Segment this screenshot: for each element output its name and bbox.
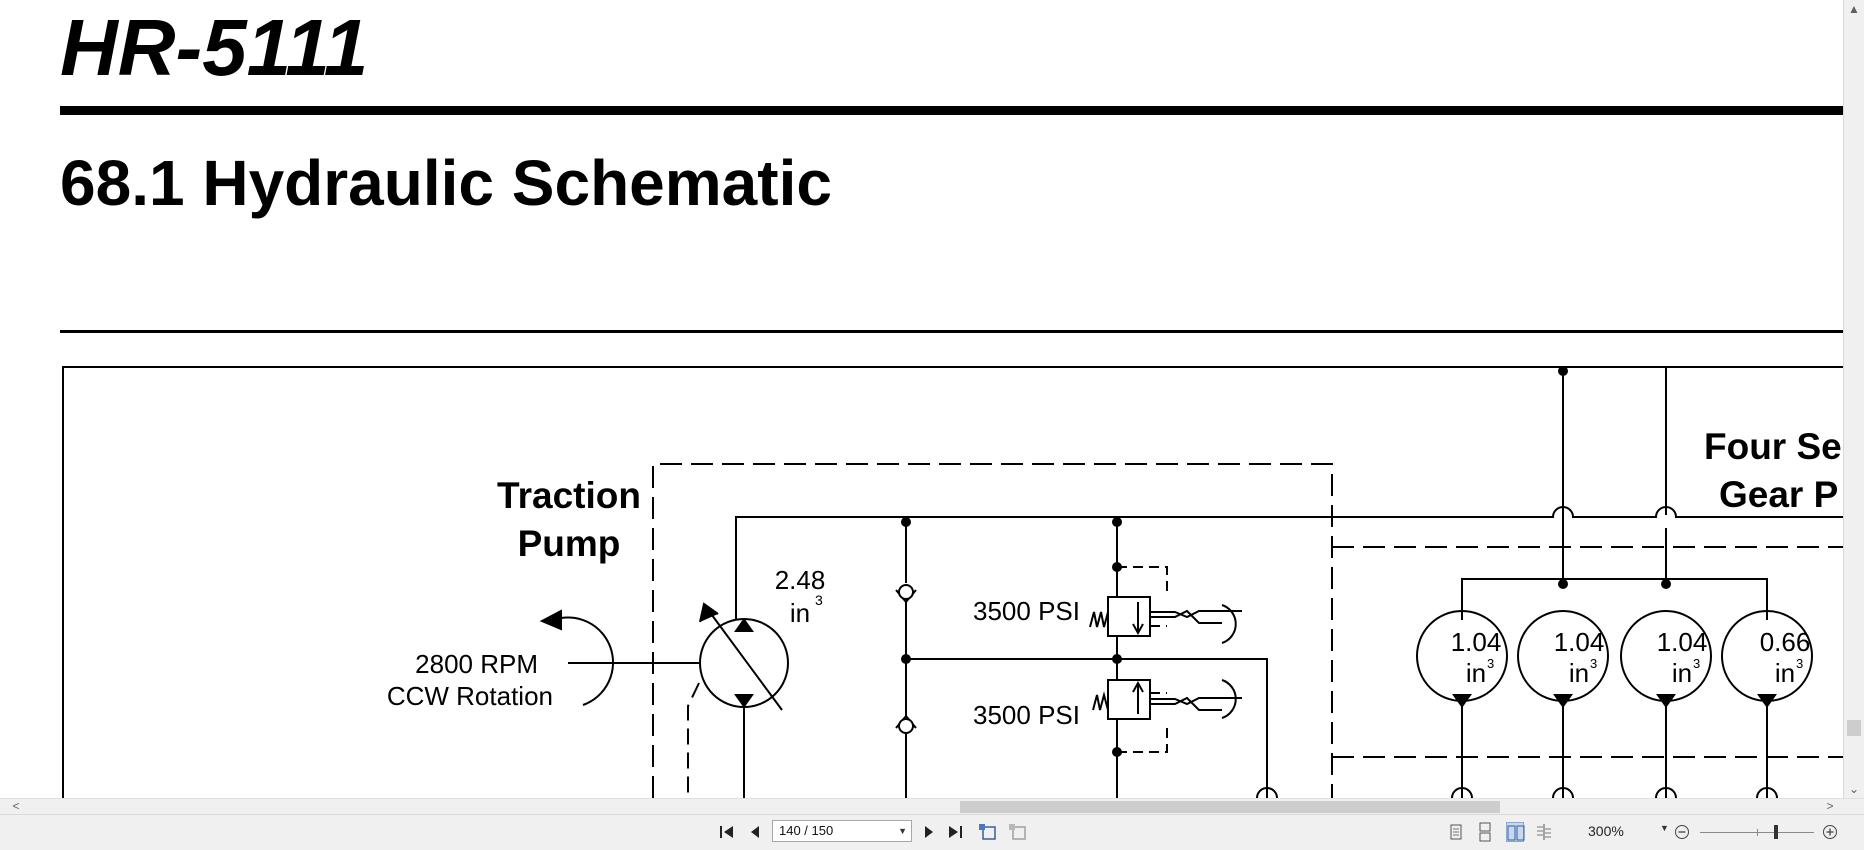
viewer-toolbar: 140 / 150 ▼ 300% ▼ [0, 814, 1864, 850]
scroll-right-icon[interactable]: > [1826, 799, 1834, 813]
insert-page-icon[interactable] [976, 821, 1000, 843]
vertical-scroll-thumb[interactable] [1847, 720, 1861, 736]
gear-section-2-value: 1.04 [1554, 627, 1605, 657]
zoom-out-icon[interactable] [1672, 821, 1692, 843]
continuous-view-icon[interactable] [1476, 822, 1494, 842]
prev-page-icon[interactable] [744, 821, 766, 843]
first-page-icon[interactable] [716, 821, 738, 843]
pump-displacement-exp: 3 [815, 592, 823, 608]
zoom-dropdown-icon[interactable]: ▼ [1660, 823, 1669, 833]
page-number-input[interactable]: 140 / 150 ▼ [772, 820, 912, 842]
single-page-view-icon[interactable] [1447, 822, 1465, 842]
relief-valve-top [1107, 596, 1151, 637]
gear-section-4-unit: in [1775, 658, 1795, 688]
gear-section-3-exp: 3 [1693, 656, 1700, 671]
zoom-slider-knob[interactable] [1774, 825, 1778, 839]
scroll-left-icon[interactable]: < [12, 799, 20, 813]
section-title: 68.1 Hydraulic Schematic [60, 147, 832, 219]
case-drain-line [687, 682, 700, 798]
horizontal-scroll-thumb[interactable] [960, 801, 1500, 813]
traction-pump-symbol [699, 618, 789, 708]
gear-section-4-value: 0.66 [1760, 627, 1811, 657]
header-rule-thin [60, 330, 1843, 333]
scroll-up-icon[interactable]: ▲ [1848, 2, 1860, 16]
page-indicator-text: 140 / 150 [779, 823, 834, 838]
gear-section-4-exp: 3 [1796, 656, 1803, 671]
schematic-markers [734, 366, 1777, 757]
gear-section-2-unit: in [1569, 658, 1589, 688]
page-dropdown-icon[interactable]: ▼ [898, 826, 907, 836]
main-pressure-line [735, 506, 1843, 620]
rotation-arc [552, 616, 615, 706]
zoom-slider[interactable] [1700, 825, 1814, 839]
scroll-down-icon[interactable]: ⌄ [1848, 782, 1860, 796]
gear-pump-manifold [1461, 578, 1768, 620]
hydraulic-schematic [62, 366, 1843, 798]
relief-valve-bottom [1107, 679, 1151, 720]
relief-valve-top-label: 3500 PSI [973, 596, 1080, 626]
gear-pump-enclosure [1332, 546, 1843, 758]
gear-section-3-unit: in [1672, 658, 1692, 688]
gear-section-1-exp: 3 [1487, 656, 1494, 671]
pump-displacement-value: 2.48 [775, 565, 826, 595]
next-page-icon[interactable] [918, 821, 940, 843]
zoom-in-icon[interactable] [1820, 821, 1840, 843]
gear-section-3-value: 1.04 [1657, 627, 1708, 657]
document-viewport: HR-5111 68.1 Hydraulic Schematic [60, 3, 1843, 798]
vertical-scrollbar[interactable]: ▲ ⌄ [1843, 0, 1864, 798]
zoom-level[interactable]: 300% [1588, 823, 1624, 839]
rotation-label: CCW Rotation [387, 681, 553, 711]
last-page-icon[interactable] [944, 821, 966, 843]
two-page-view-icon[interactable] [1506, 822, 1525, 842]
book-view-icon[interactable] [1535, 822, 1553, 842]
variable-arrow [705, 606, 783, 711]
header-rule-thick [60, 106, 1843, 115]
remove-page-icon[interactable] [1006, 821, 1030, 843]
pump-displacement-unit: in [790, 598, 810, 628]
traction-pump-label-2: Pump [518, 523, 621, 564]
charge-line [906, 658, 1268, 798]
rpm-label: 2800 RPM [415, 649, 538, 679]
gear-section-2-exp: 3 [1590, 656, 1597, 671]
horizontal-scrollbar[interactable]: < > [0, 798, 1864, 814]
schematic-page: HR-5111 68.1 Hydraulic Schematic [60, 3, 1843, 798]
outer-frame [62, 366, 1843, 798]
gear-section-1-value: 1.04 [1451, 627, 1502, 657]
gear-section-1-unit: in [1466, 658, 1486, 688]
model-title: HR-5111 [60, 3, 368, 92]
gear-pump-label-2: Gear P [1719, 474, 1838, 515]
traction-pump-enclosure [652, 463, 1333, 798]
gear-pump-label-1: Four Se [1704, 426, 1842, 467]
traction-pump-label-1: Traction [497, 475, 641, 516]
relief-valve-bottom-label: 3500 PSI [973, 700, 1080, 730]
